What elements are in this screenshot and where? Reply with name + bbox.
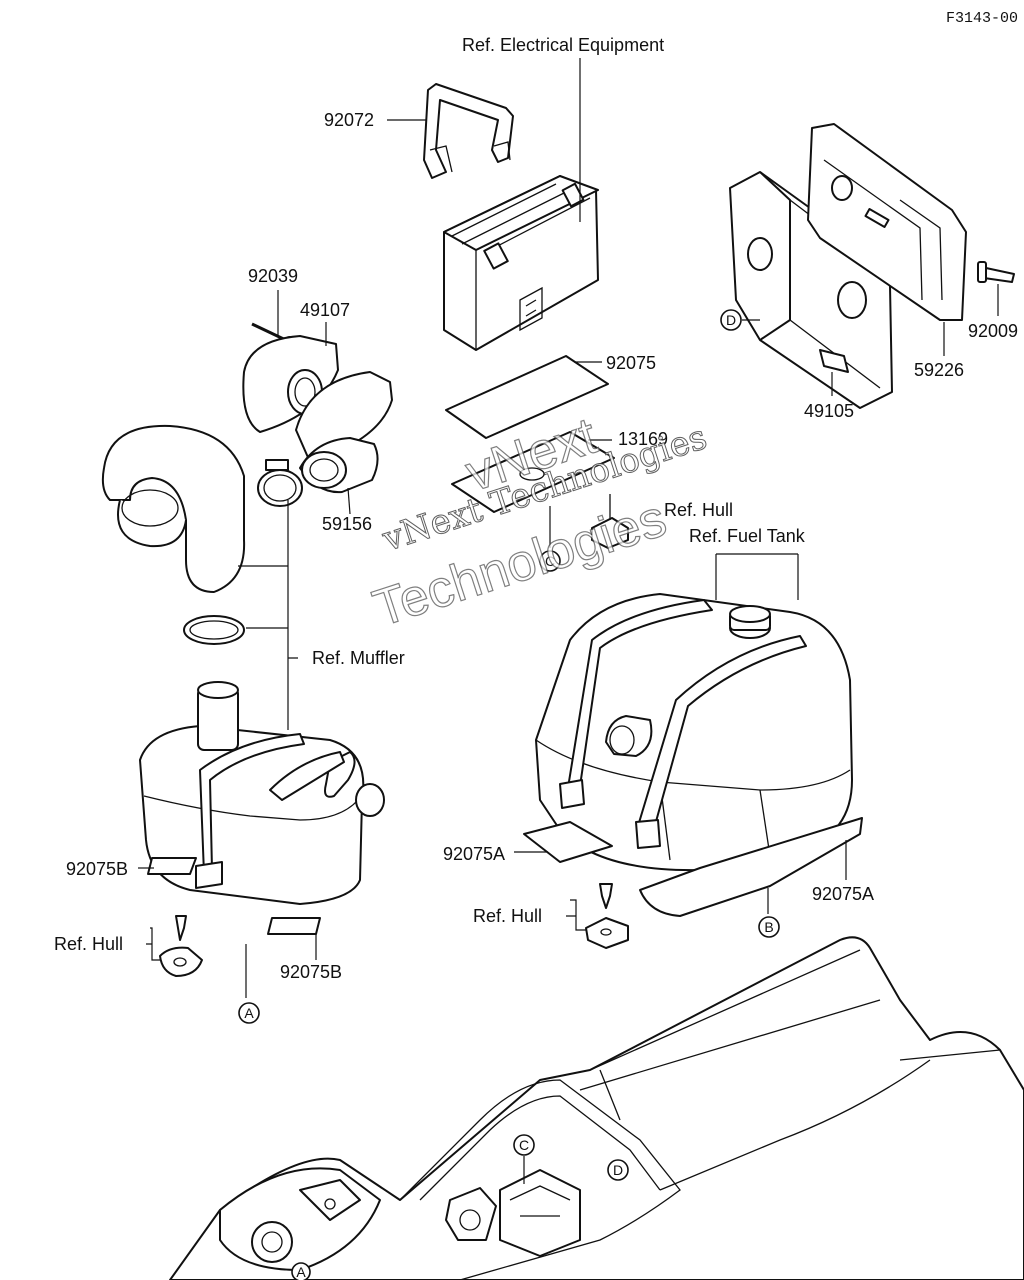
fuel-tank <box>535 593 853 872</box>
pad-92075B-left <box>147 857 197 875</box>
label-92075: 92075 <box>606 353 656 373</box>
exhaust-elbow-pipe <box>101 424 246 593</box>
marker-C-hull: C <box>519 1137 529 1153</box>
hose-clamp-lower <box>183 615 245 645</box>
hose-59156 <box>299 437 379 494</box>
label-13169: 13169 <box>618 429 668 449</box>
label-92075B-left: 92075B <box>66 859 128 879</box>
label-92009: 92009 <box>968 321 1018 341</box>
pad-92075B-bottom <box>267 917 321 935</box>
label-92075A-right: 92075A <box>812 884 874 904</box>
bracket-49105 <box>729 171 893 409</box>
marker-D-hull: D <box>613 1162 623 1178</box>
label-ref-hull-left: Ref. Hull <box>54 934 123 954</box>
marker-A-hull: A <box>296 1264 306 1280</box>
hull <box>169 936 1024 1280</box>
screw-92009 <box>977 261 1015 283</box>
label-ref-hull-mid: Ref. Hull <box>473 906 542 926</box>
pad-92075A-right <box>639 817 863 917</box>
label-92039: 92039 <box>248 266 298 286</box>
label-ref-muffler: Ref. Muffler <box>312 648 405 668</box>
hull-nut-top <box>591 494 629 549</box>
label-92075B-bottom: 92075B <box>280 962 342 982</box>
battery-pad-92075 <box>445 355 609 439</box>
battery <box>443 175 599 351</box>
marker-D-top: D <box>726 312 736 328</box>
label-59226: 59226 <box>914 360 964 380</box>
label-ref-electrical-equipment: Ref. Electrical Equipment <box>462 35 664 55</box>
document-code: F3143-00 <box>946 10 1018 27</box>
battery-mat-13169 <box>451 431 615 513</box>
label-59156: 59156 <box>322 514 372 534</box>
label-92075A-left: 92075A <box>443 844 505 864</box>
hose-clamp-upper <box>257 459 303 507</box>
label-ref-hull-top: Ref. Hull <box>664 500 733 520</box>
hull-screw-left <box>159 915 203 977</box>
marker-C-top: C <box>545 553 555 569</box>
plate-59226 <box>807 123 967 321</box>
label-49107: 49107 <box>300 300 350 320</box>
marker-B: B <box>764 919 773 935</box>
hull-screw-mid <box>585 883 629 949</box>
marker-A-left: A <box>244 1005 254 1021</box>
pad-92075A-left <box>523 821 613 863</box>
label-ref-fuel-tank: Ref. Fuel Tank <box>689 526 806 546</box>
label-49105: 49105 <box>804 401 854 421</box>
battery-strap-92072 <box>423 83 514 179</box>
label-92072: 92072 <box>324 110 374 130</box>
